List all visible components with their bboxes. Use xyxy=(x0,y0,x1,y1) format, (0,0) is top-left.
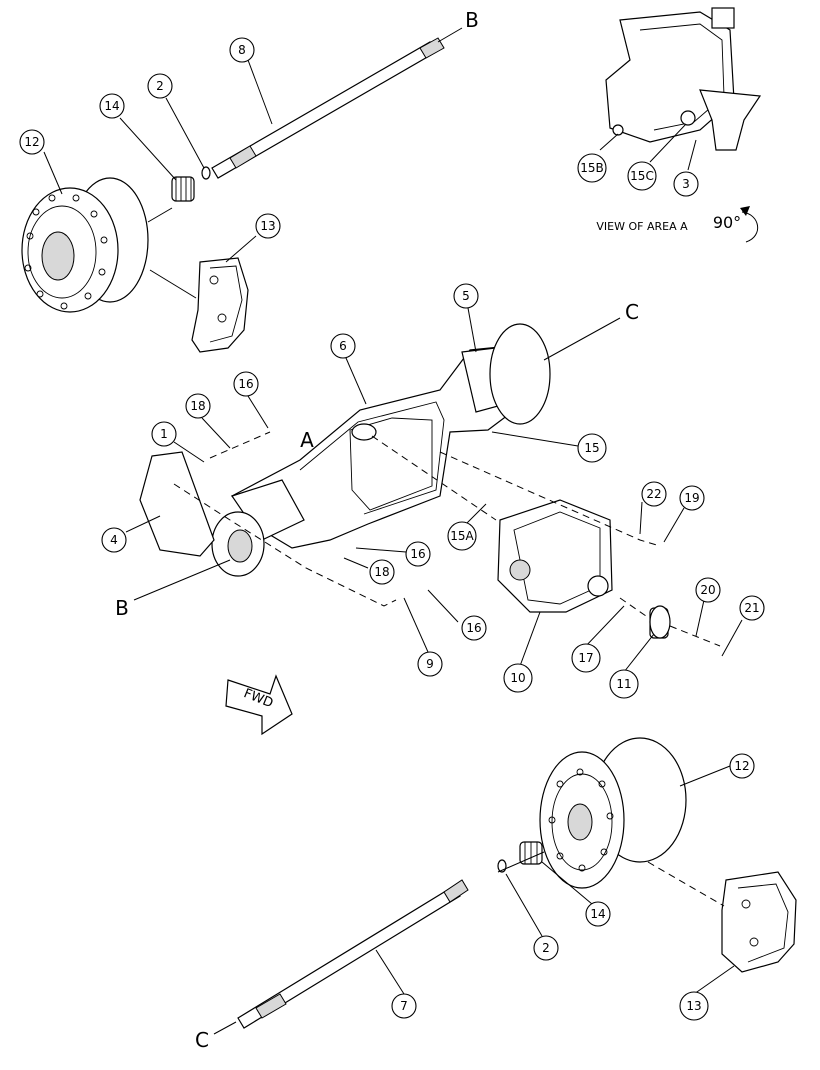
callout-16-b: 16 xyxy=(405,541,431,567)
callout-5: 5 xyxy=(453,283,479,309)
svg-text:9: 9 xyxy=(426,657,434,671)
callout-16-a: 16 xyxy=(233,371,259,397)
snap-ring-2-top xyxy=(201,166,211,180)
callout-14-bottom: 14 xyxy=(585,901,611,927)
svg-text:7: 7 xyxy=(400,999,408,1013)
svg-text:5: 5 xyxy=(462,289,470,303)
callout-12-top: 12 xyxy=(19,129,45,155)
callout-19: 19 xyxy=(679,485,705,511)
svg-text:16: 16 xyxy=(410,547,425,561)
callout-13-bottom: 13 xyxy=(679,991,709,1021)
svg-text:15: 15 xyxy=(584,441,599,455)
callout-9: 9 xyxy=(417,651,443,677)
svg-text:2: 2 xyxy=(156,79,164,93)
callout-6: 6 xyxy=(330,333,356,359)
differential-10 xyxy=(497,499,613,613)
callout-18-a: 18 xyxy=(185,393,211,419)
svg-text:1: 1 xyxy=(160,427,168,441)
svg-text:18: 18 xyxy=(190,399,205,413)
yoke-11 xyxy=(649,605,671,639)
svg-text:2: 2 xyxy=(542,941,550,955)
svg-text:15A: 15A xyxy=(450,529,474,543)
callout-4: 4 xyxy=(101,527,127,553)
axle-housing-6 xyxy=(211,323,551,577)
assembly-lines xyxy=(173,431,721,647)
rotate-arrow-icon xyxy=(741,211,758,243)
callout-8: 8 xyxy=(229,37,255,63)
final-drive-hub-12-top xyxy=(21,177,173,313)
svg-text:22: 22 xyxy=(646,487,661,501)
svg-text:21: 21 xyxy=(744,601,759,615)
forward-arrow-icon xyxy=(225,674,293,736)
view-of-area-a-label: VIEW OF AREA A xyxy=(596,220,688,233)
letter-c-bottom: C xyxy=(195,1028,209,1052)
final-drive-hub-12-bottom xyxy=(539,737,687,889)
callout-2-bottom: 2 xyxy=(533,935,559,961)
svg-text:14: 14 xyxy=(104,99,119,113)
rotation-90-label: 90° xyxy=(713,213,741,232)
leader-c-right xyxy=(543,317,621,361)
callout-15B: 15B xyxy=(577,153,607,183)
svg-text:16: 16 xyxy=(238,377,253,391)
callout-18-b: 18 xyxy=(369,559,395,585)
sun-gear-14-top xyxy=(171,176,195,202)
svg-text:4: 4 xyxy=(110,533,118,547)
svg-text:12: 12 xyxy=(734,759,749,773)
callout-20: 20 xyxy=(695,577,721,603)
callout-13-top: 13 xyxy=(255,213,281,239)
brake-assembly-13-bottom xyxy=(647,861,797,973)
svg-text:15C: 15C xyxy=(630,169,654,183)
svg-text:13: 13 xyxy=(260,219,275,233)
svg-text:16: 16 xyxy=(466,621,481,635)
svg-text:10: 10 xyxy=(510,671,525,685)
svg-text:11: 11 xyxy=(616,677,631,691)
svg-text:13: 13 xyxy=(686,999,701,1013)
callout-7: 7 xyxy=(391,993,417,1019)
letter-a-area: A xyxy=(300,428,314,452)
svg-text:20: 20 xyxy=(700,583,715,597)
callout-1: 1 xyxy=(151,421,177,447)
letter-b-top: B xyxy=(465,8,479,32)
svg-text:17: 17 xyxy=(578,651,593,665)
callout-leaders xyxy=(43,59,743,995)
letter-b-left: B xyxy=(115,596,129,620)
rotate-arrow-head-icon xyxy=(740,206,750,216)
callout-15C: 15C xyxy=(627,161,657,191)
leader-b-left xyxy=(133,559,231,601)
svg-text:15B: 15B xyxy=(580,161,604,175)
svg-text:18: 18 xyxy=(374,565,389,579)
svg-text:6: 6 xyxy=(339,339,347,353)
callout-10: 10 xyxy=(503,663,533,693)
brake-assembly-13-top xyxy=(149,257,249,353)
callout-3: 3 xyxy=(673,171,699,197)
svg-text:19: 19 xyxy=(684,491,699,505)
callout-16-c: 16 xyxy=(461,615,487,641)
callout-17: 17 xyxy=(571,643,601,673)
callout-12-bottom: 12 xyxy=(729,753,755,779)
shield-plate-4 xyxy=(139,451,215,557)
callout-21: 21 xyxy=(739,595,765,621)
callout-22: 22 xyxy=(641,481,667,507)
svg-text:8: 8 xyxy=(238,43,246,57)
callout-11: 11 xyxy=(609,669,639,699)
area-a-detail-view xyxy=(599,7,762,171)
callout-2-top: 2 xyxy=(147,73,173,99)
callout-15: 15 xyxy=(577,433,607,463)
letter-c-right: C xyxy=(625,300,639,324)
callout-14-top: 14 xyxy=(99,93,125,119)
svg-text:12: 12 xyxy=(24,135,39,149)
axle-shaft-7 xyxy=(213,851,545,1035)
svg-text:3: 3 xyxy=(682,177,690,191)
svg-text:14: 14 xyxy=(590,907,605,921)
axle-shaft-8 xyxy=(211,27,463,179)
callout-15A: 15A xyxy=(447,521,477,551)
